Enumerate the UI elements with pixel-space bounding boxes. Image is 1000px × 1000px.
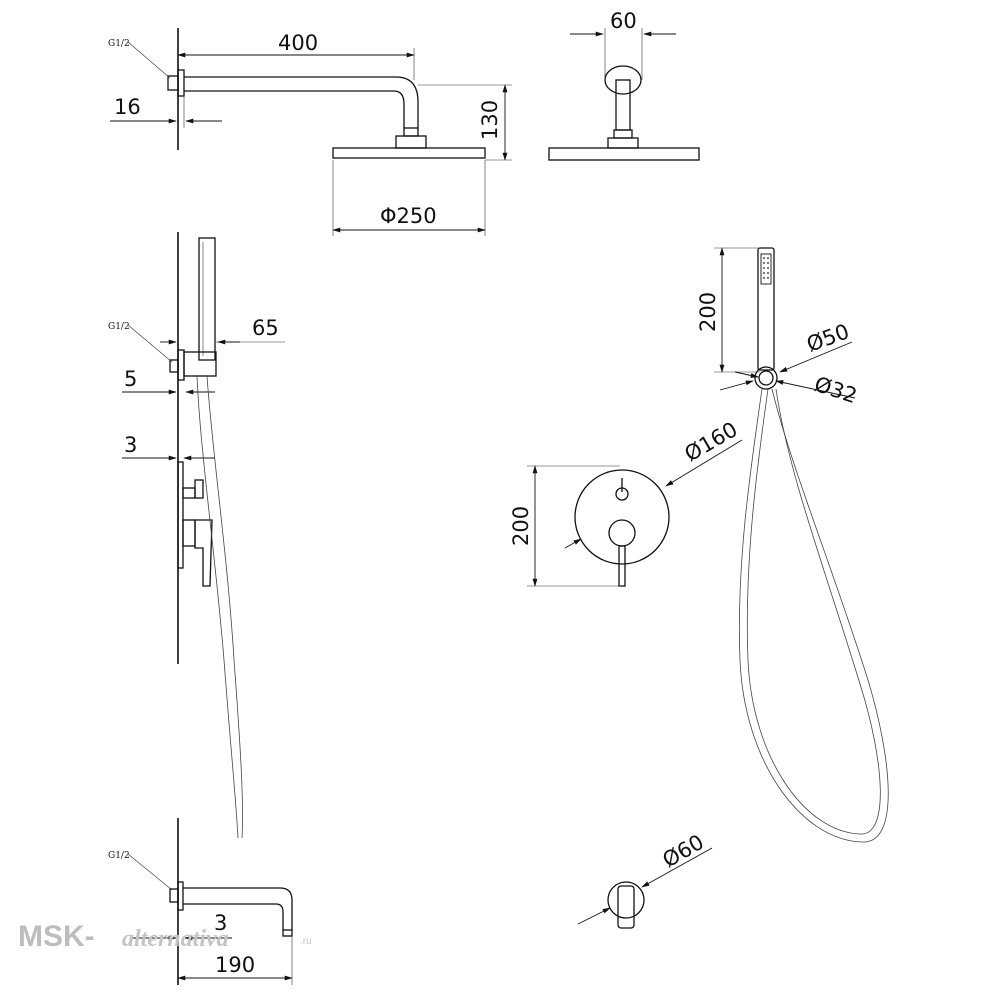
dim-holder-inner: Ø32: [811, 372, 860, 408]
spout-rosette: [607, 881, 645, 919]
hose-side-2: [206, 375, 243, 839]
diverter-stem: [182, 487, 196, 499]
dim-arm-width: 60: [610, 9, 637, 33]
hose-front-inner: [746, 388, 881, 835]
holder-rosette-outer: [754, 366, 778, 390]
watermark: MSK- alternativa .ru: [18, 920, 312, 953]
spout-top: [183, 887, 293, 930]
arm-top-edge: [184, 76, 419, 128]
holder-body: [183, 351, 217, 377]
holder-plate: [177, 349, 185, 381]
dim-valve-plate: 3: [124, 433, 137, 457]
dim-spout-60-leader: [641, 847, 713, 888]
shower-arm-side-view: G1/2 400 16 130 Φ250: [108, 28, 512, 236]
wall-rosette: [604, 65, 642, 95]
mixer-cartridge: [608, 519, 636, 547]
handshower-valve-side-view: G1/2 65 5 3: [108, 232, 285, 839]
handshower-front-view: 200 Ø50 Ø32: [696, 247, 889, 843]
valve-plate-side: [177, 461, 184, 569]
handshower-front: [757, 247, 775, 371]
mixer-lever-side: [194, 519, 213, 587]
mixer-lever-front: [618, 545, 626, 587]
handshower-side: [198, 237, 216, 361]
spout-outlet: [282, 929, 293, 937]
dim-holder-plate: 5: [124, 367, 137, 391]
dim-wall-offset: 16: [114, 95, 141, 119]
thread-label-3: G1/2: [108, 851, 130, 861]
dim-handshower-length: 200: [696, 292, 720, 332]
arm-bottom-edge: [184, 90, 405, 128]
dim-valve-height: 200: [509, 506, 533, 546]
head-front-connector: [607, 137, 639, 149]
spout-thread: [169, 888, 179, 903]
hose-front-outer: [738, 388, 889, 843]
dim-holder-outer: Ø50: [804, 319, 853, 356]
thread-label-2: G1/2: [108, 322, 130, 332]
holder-rosette-inner: [758, 370, 774, 386]
arm-joint: [403, 127, 419, 137]
thread-leader-2: [127, 324, 173, 363]
dim-50-left: [719, 380, 754, 391]
dim-holder-depth: 65: [252, 316, 279, 340]
dim-arm-length: 400: [278, 31, 318, 55]
thread-connector: [167, 75, 179, 91]
dim-spout-plate: 3: [214, 911, 227, 935]
head-connector: [395, 135, 427, 149]
thread-label: G1/2: [108, 39, 130, 49]
dim-50-leader: [779, 341, 853, 373]
spout-bottom: [183, 903, 284, 930]
dim-spout-rosette: Ø60: [659, 830, 708, 872]
spout-front-view: Ø60: [577, 830, 713, 929]
watermark-domain: .ru: [300, 936, 312, 947]
valve-front-view: 200 Ø160: [509, 417, 743, 587]
spout-front: [617, 885, 635, 929]
thread-leader: [127, 41, 171, 79]
spout-side-view: G1/2 3 190: [108, 818, 293, 985]
dim-spout-60-left: [577, 907, 611, 925]
dim-32-leader: [775, 380, 856, 399]
arm-front: [615, 79, 631, 131]
spray-face: [760, 253, 772, 285]
shower-arm-front-view: 60: [548, 9, 700, 161]
spray-nozzles: [763, 257, 769, 279]
mixer-body: [182, 519, 196, 547]
holder-thread: [169, 359, 179, 373]
dim-head-diameter: Φ250: [380, 204, 437, 228]
shower-head-front: [548, 147, 700, 161]
thread-leader-3: [127, 853, 173, 891]
watermark-script: alternativa: [122, 926, 229, 952]
dim-32-left: [734, 371, 759, 378]
hose-side-1: [196, 375, 239, 839]
diverter-knob: [194, 479, 204, 499]
wall-flange: [177, 69, 185, 97]
valve-cover-plate: [574, 469, 670, 565]
shower-head-side: [332, 147, 486, 159]
watermark-brand: MSK-: [18, 920, 95, 953]
arm-front-joint: [613, 129, 633, 139]
dim-spout-length: 190: [215, 953, 255, 977]
dim-160-left: [564, 538, 582, 549]
dim-160-leader: [665, 439, 743, 487]
dim-drop-height: 130: [478, 100, 502, 140]
diverter-knob-front: [615, 487, 629, 501]
